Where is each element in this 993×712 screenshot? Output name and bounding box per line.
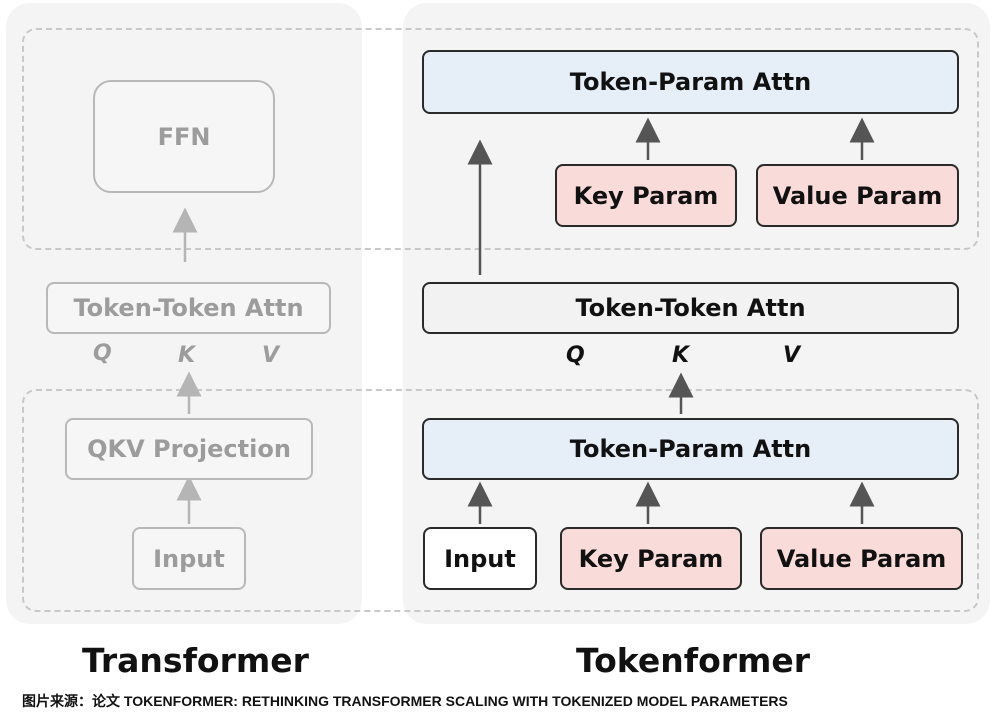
- transformer-qkv-projection-box: QKV Projection: [65, 418, 313, 480]
- tokenformer-v-label: V: [783, 343, 801, 368]
- tokenformer-top-token-param-attn-box: Token-Param Attn: [422, 50, 959, 114]
- tokenformer-bottom-key-param-box: Key Param: [560, 527, 742, 590]
- tokenformer-title: Tokenformer: [576, 641, 811, 680]
- tokenformer-token-token-attn-box: Token-Token Attn: [422, 282, 959, 334]
- tokenformer-k-label: K: [672, 343, 690, 368]
- transformer-k-label: K: [178, 343, 196, 368]
- transformer-q-label: Q: [93, 341, 112, 366]
- transformer-v-label: V: [262, 343, 280, 368]
- tokenformer-bottom-token-param-attn-box: Token-Param Attn: [422, 418, 959, 480]
- tokenformer-bottom-value-param-box: Value Param: [760, 527, 963, 590]
- transformer-input-box: Input: [132, 527, 246, 590]
- transformer-title: Transformer: [82, 641, 309, 680]
- tokenformer-q-label: Q: [566, 343, 585, 368]
- upper-dashed-group: [22, 28, 979, 250]
- transformer-token-token-attn-box: Token-Token Attn: [46, 282, 331, 334]
- tokenformer-top-key-param-box: Key Param: [555, 164, 737, 227]
- transformer-ffn-box: FFN: [93, 80, 275, 193]
- lower-dashed-group: [22, 389, 979, 612]
- tokenformer-input-box: Input: [423, 527, 537, 590]
- source-caption: 图片来源：论文 TOKENFORMER: RETHINKING TRANSFOR…: [22, 693, 788, 709]
- tokenformer-top-value-param-box: Value Param: [756, 164, 959, 227]
